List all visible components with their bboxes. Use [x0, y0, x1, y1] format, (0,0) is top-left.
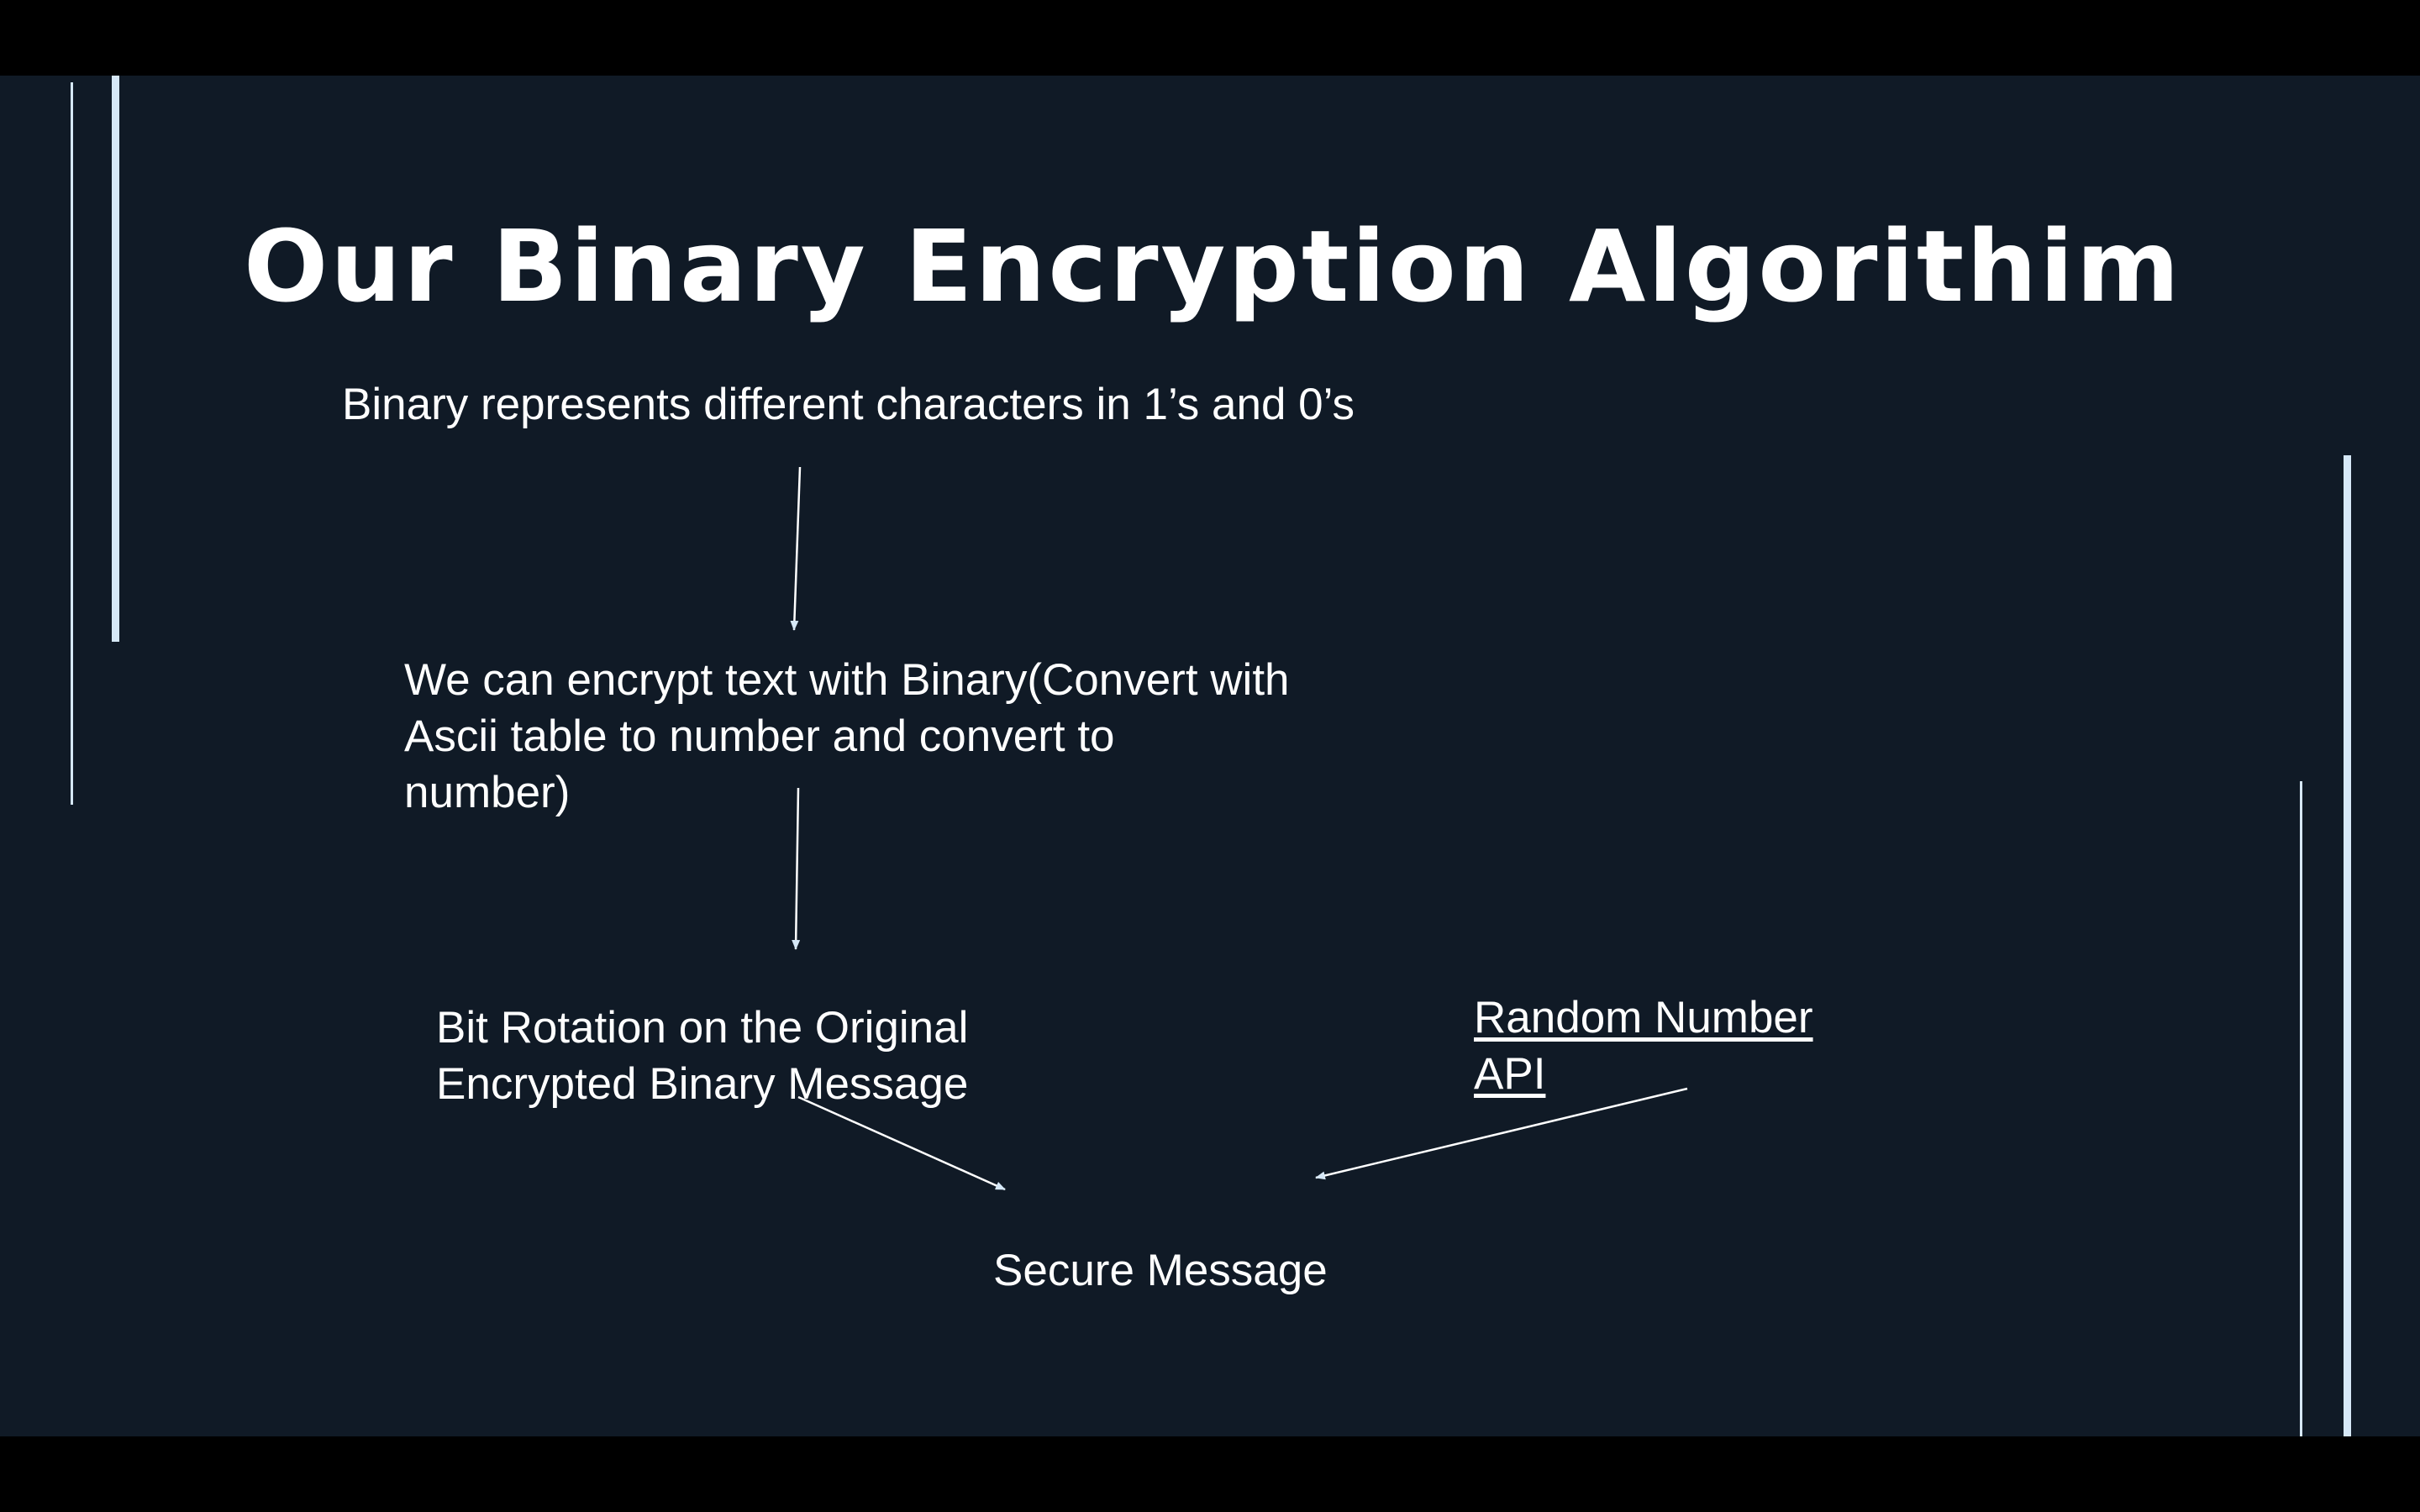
arrow-intro-to-encrypt: [790, 466, 802, 631]
random-number-api-text: Random Number API: [1474, 990, 1813, 1102]
bit-rotation-line-1: Bit Rotation on the Original: [436, 1003, 969, 1053]
accent-line-left-thick: [112, 76, 119, 642]
bit-rotation-line-2: Encrypted Binary Message: [436, 1059, 969, 1109]
random-number-api-link-line-1[interactable]: Random Number: [1474, 993, 1813, 1042]
encrypt-step-line-3: number): [404, 768, 571, 817]
secure-message-text: Secure Message: [993, 1242, 1328, 1299]
secure-message-line: Secure Message: [993, 1246, 1328, 1295]
bit-rotation-text: Bit Rotation on the Original Encrypted B…: [436, 1000, 968, 1112]
encrypt-step-line-1: We can encrypt text with Binary(Convert …: [404, 655, 1290, 705]
slide: Our Binary Encryption Algorithim Binary …: [0, 76, 2420, 1436]
binary-intro-text: Binary represents different characters i…: [342, 376, 1355, 433]
accent-line-right-thick: [2344, 455, 2351, 1436]
slide-title: Our Binary Encryption Algorithim: [244, 208, 2182, 324]
binary-intro-line: Binary represents different characters i…: [342, 380, 1355, 429]
encrypt-step-line-2: Ascii table to number and convert to: [404, 711, 1115, 761]
accent-line-right-thin: [2300, 781, 2302, 1436]
encrypt-step-text: We can encrypt text with Binary(Convert …: [404, 652, 1290, 821]
random-number-api-link-line-2[interactable]: API: [1474, 1049, 1546, 1099]
accent-line-left-thin: [71, 82, 73, 805]
